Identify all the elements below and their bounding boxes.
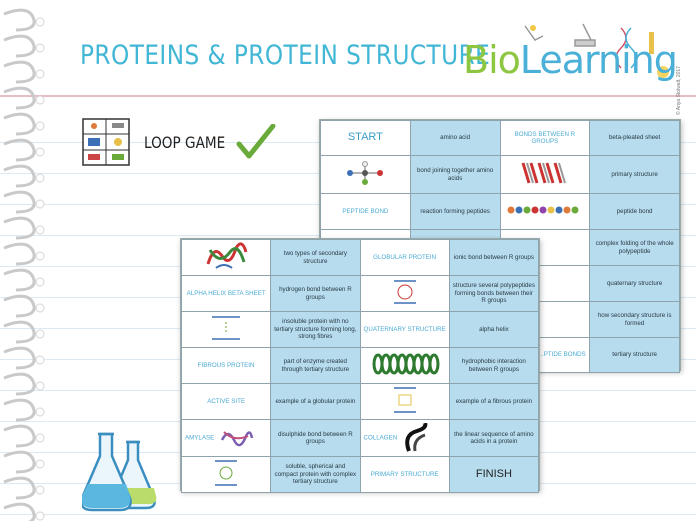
cell-def: hydrophobic interaction between R groups: [448, 347, 540, 384]
cell-def: complex folding of the whole polypeptide: [589, 229, 680, 266]
cell-start: START: [320, 120, 411, 156]
lab-equipment-icon: [524, 23, 669, 78]
page-title: PROTEINS & PROTEIN STRUCTURE: [80, 40, 491, 71]
cell-def: how secondary structure is formed: [589, 301, 680, 338]
checkmark-icon: [236, 124, 276, 159]
cell-term: QUATERNARY STRUCTURE: [359, 311, 450, 348]
collagen-fibre-icon: [405, 422, 428, 452]
cell-term: FIBROUS PROTEIN: [180, 347, 272, 384]
loop-game-label: LOOP GAME: [144, 132, 226, 152]
amino-acid-chain-icon: [499, 193, 591, 230]
collagen-label: COLLAGEN: [363, 434, 398, 442]
cell-def: two types of secondary structure: [270, 239, 361, 276]
logo-text: BioLearning: [463, 38, 678, 82]
paper-header-area: [0, 0, 696, 112]
cell-def: peptide bond: [589, 193, 680, 230]
cell-term-with-image: COLLAGEN: [359, 419, 450, 457]
cell-term-with-image: AMYLASE: [180, 419, 272, 457]
cell-term: PEPTIDE BOND: [320, 193, 411, 230]
cell-def: ionic bond between R groups: [448, 239, 540, 276]
hydrogen-bond-icon: [180, 311, 272, 348]
amino-acid-molecule-icon: [320, 155, 411, 194]
cell-def: part of enzyme created through tertiary …: [270, 347, 361, 384]
cell-def: tertiary structure: [589, 337, 680, 373]
alpha-helix-icon: [359, 347, 450, 384]
cell-term: ALPHA HELIX BETA SHEET: [180, 275, 272, 312]
biolearning-logo: BioLearning © Anya Stolwalt, 2017: [463, 22, 682, 115]
cell-def: hydrogen bond between R groups: [270, 275, 361, 312]
cell-def: the linear sequence of amino acids in a …: [448, 419, 540, 457]
cell-term: BONDS BETWEEN R GROUPS: [499, 120, 591, 156]
cell-term: ...N BONDS ...PTIDE BONDS: [499, 337, 591, 373]
cell-def: amino acid: [409, 120, 501, 156]
cell-def: reaction forming peptides: [409, 193, 501, 230]
protein-ribbon-icon: [180, 239, 272, 276]
cell-def: insoluble protein with no tertiary struc…: [270, 311, 361, 348]
cell-def: bond joining together amino acids: [409, 155, 501, 194]
cell-def: beta-pleated sheet: [589, 120, 680, 156]
copyright-text: © Anya Stolwalt, 2017: [676, 66, 682, 115]
spiral-binding: [3, 8, 45, 521]
cell-term: GLOBULAR PROTEIN: [359, 239, 450, 276]
disulphide-bond-icon: [180, 456, 272, 493]
margin-line: [0, 95, 696, 97]
cell-def: quaternary structure: [589, 265, 680, 302]
ionic-bond-icon: [359, 275, 450, 312]
loop-game-heading: LOOP GAME: [82, 118, 276, 166]
domino-cards-icon: [82, 118, 130, 166]
cell-term: PRIMARY STRUCTURE: [359, 456, 450, 493]
flasks-icon: [82, 432, 157, 512]
cell-term: ACTIVE SITE: [180, 383, 272, 420]
loop-card-front: two types of secondary structure GLOBULA…: [180, 238, 540, 493]
hydrophobic-interaction-icon: [359, 383, 450, 420]
cell-def: example of a globular protein: [270, 383, 361, 420]
cell-def: primary structure: [589, 155, 680, 194]
cell-def: example of a fibrous protein: [448, 383, 540, 420]
cell-def: disulphide bond between R groups: [270, 419, 361, 457]
cell-def: structure several polypeptides forming b…: [448, 275, 540, 312]
cell-finish: FINISH: [448, 456, 540, 493]
beta-sheet-icon: [499, 155, 591, 194]
amylase-label: AMYLASE: [185, 434, 215, 442]
cell-def: alpha helix: [448, 311, 540, 348]
amylase-protein-icon: [220, 431, 254, 447]
cell-def: soluble, spherical and compact protein w…: [270, 456, 361, 493]
